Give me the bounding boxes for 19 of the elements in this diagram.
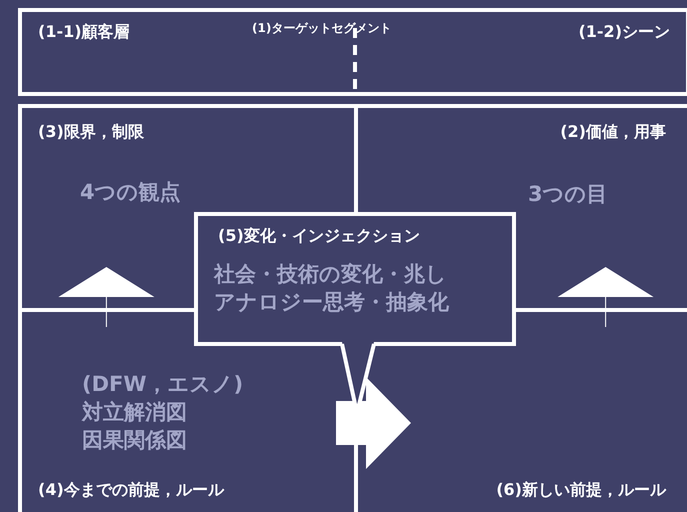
panel-heading: (2)価値，用事 bbox=[560, 122, 666, 143]
segment-label: (1-2)シーン bbox=[578, 22, 670, 43]
callout-body: 社会・技術の変化・兆しアナロジー思考・抽象化 bbox=[214, 261, 450, 316]
panel-body: 対立解消図 bbox=[82, 399, 187, 426]
panel-body: 因果関係図 bbox=[82, 427, 187, 454]
arrow bbox=[58, 267, 154, 328]
band-title: (1)ターゲットセグメント bbox=[252, 20, 392, 37]
segment-band bbox=[18, 8, 687, 96]
callout-heading: (5)変化・インジェクション bbox=[218, 226, 420, 247]
arrow bbox=[336, 377, 411, 469]
panel-body: (DFW，エスノ) bbox=[82, 371, 244, 398]
panel-body: 3つの目 bbox=[528, 181, 608, 208]
segment-label: (1-1)顧客層 bbox=[38, 22, 130, 43]
arrow bbox=[558, 267, 654, 328]
panel-heading: (6)新しい前提，ルール bbox=[496, 480, 666, 501]
panel-heading: (3)限界，制限 bbox=[38, 122, 144, 143]
panel-body: 4つの観点 bbox=[80, 179, 181, 206]
panel-heading: (4)今までの前提，ルール bbox=[38, 480, 224, 501]
callout-tooltip bbox=[194, 212, 516, 346]
